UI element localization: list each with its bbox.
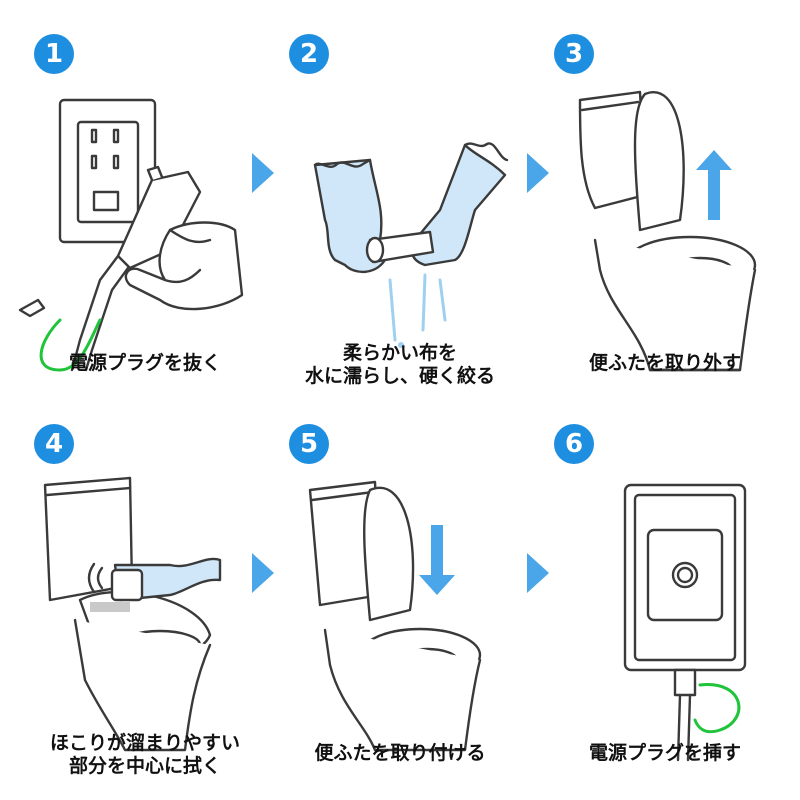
step-caption: 便ふたを取り付ける: [314, 742, 486, 764]
wring-cloth-icon: [313, 142, 509, 348]
attach-lid-icon: [308, 480, 482, 752]
next-step-arrow: [527, 553, 549, 593]
step-number-badge: 3: [554, 34, 594, 74]
wipe-toilet-icon: [43, 476, 222, 752]
step-1: 1 電源プラグを抜く: [18, 30, 270, 410]
step-number-badge: 6: [554, 424, 594, 464]
step-caption: 電源プラグを挿す: [588, 742, 741, 764]
step-5: 5 便ふたを取り付ける: [275, 420, 525, 800]
next-step-arrow: [527, 153, 549, 193]
step-caption: 便ふたを取り外す: [588, 352, 741, 374]
step-2: 2 柔らかい布を 水に濡らし、硬く絞る: [275, 30, 525, 410]
unplug-icon: [18, 98, 244, 372]
next-step-arrow: [252, 553, 274, 593]
step-6: 6 電源プラグを挿す: [540, 420, 790, 800]
step-3: 3 便ふたを取り外す: [540, 30, 790, 410]
step-caption: ほこりが溜まりやすい 部分を中心に拭く: [49, 732, 240, 777]
remove-lid-icon: [578, 90, 757, 372]
step-caption: 電源プラグを抜く: [68, 352, 221, 374]
step-4: 4 ほこりが溜まりやすい 部分を中心に拭く: [20, 420, 270, 800]
next-step-arrow: [252, 153, 274, 193]
step-number-badge: 4: [34, 424, 74, 464]
step-number-badge: 1: [34, 34, 74, 74]
step-number-badge: 5: [289, 424, 329, 464]
step-number-badge: 2: [289, 34, 329, 74]
plug-in-icon: [623, 483, 747, 762]
step-caption: 柔らかい布を 水に濡らし、硬く絞る: [304, 342, 495, 387]
